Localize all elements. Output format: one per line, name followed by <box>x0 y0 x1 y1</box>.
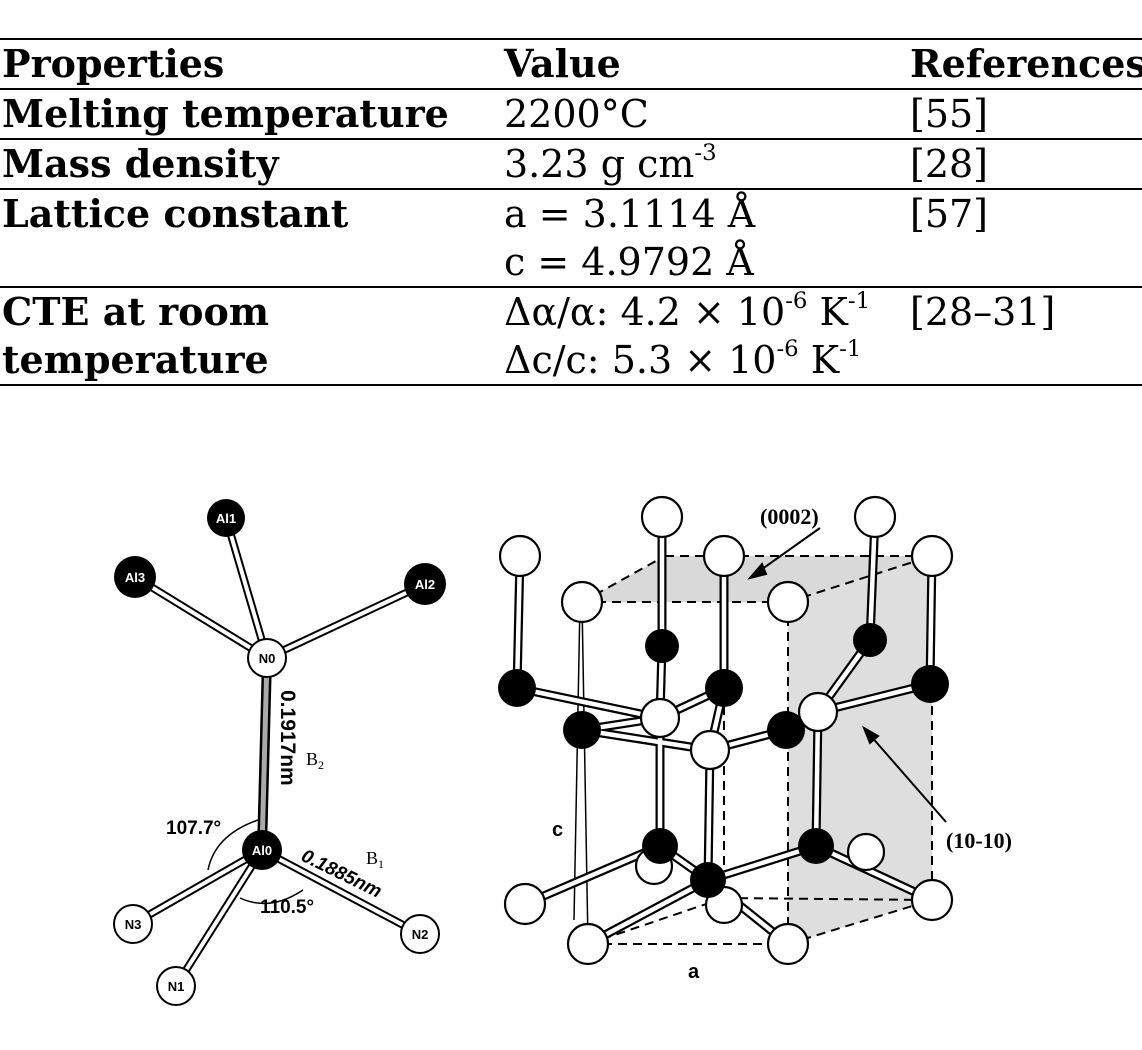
value-text: Δc/c: 5.3 × 10 <box>504 338 777 382</box>
property-cell: Lattice constant <box>0 188 502 287</box>
axis-c-label: c <box>552 819 563 841</box>
reference-cell: [55] <box>908 88 1142 139</box>
aluminum-atoms <box>498 623 949 898</box>
reference-cell: [28–31] <box>908 286 1142 386</box>
svg-text:Al2: Al2 <box>415 577 435 592</box>
plane-arrows <box>747 527 947 823</box>
atom-n3: N3 <box>113 904 153 944</box>
basal-plane-0002 <box>582 556 932 602</box>
value-cell: 2200°C <box>502 88 908 139</box>
table-row: Melting temperature 2200°C [55] <box>0 88 1142 139</box>
svg-text:N2: N2 <box>412 927 429 942</box>
table-row: Lattice constant a = 3.1114 Å c = 4.9792… <box>0 188 1142 287</box>
reference-cell: [57] <box>908 188 1142 287</box>
atom-al1: Al1 <box>207 499 245 537</box>
value-unit: K <box>798 338 840 382</box>
axis-a-label: a <box>688 961 700 983</box>
svg-text:N0: N0 <box>259 651 276 666</box>
value-line: Δc/c: 5.3 × 10-6 K-1 <box>504 336 908 384</box>
value-exponent: -6 <box>776 335 799 362</box>
bonds <box>131 516 427 989</box>
atom-al2: Al2 <box>404 563 446 605</box>
crystal-structure-figure: Al1 Al3 Al2 N0 Al0 N3 N2 N1 <box>113 495 1012 1006</box>
value-cell: a = 3.1114 Å c = 4.9792 Å <box>502 188 908 287</box>
bond-b2-length-label: 0.1917nm <box>276 690 299 786</box>
nitrogen-atoms <box>498 495 954 966</box>
value-exponent: -3 <box>694 139 717 166</box>
angle-107-label: 107.7° <box>166 818 221 839</box>
property-cell: Melting temperature <box>0 88 502 139</box>
table-row: CTE at room temperature Δα/α: 4.2 × 10-6… <box>0 286 1142 386</box>
angle-110-label: 110.5° <box>260 897 314 918</box>
value-text: Δα/α: 4.2 × 10 <box>504 290 786 334</box>
svg-text:N1: N1 <box>168 979 185 994</box>
bond-b1-name-label: B1 <box>366 848 384 871</box>
cell-solid-edges <box>573 601 589 945</box>
property-cell: Mass density <box>0 138 502 189</box>
atom-n2: N2 <box>400 914 440 954</box>
svg-text:Al0: Al0 <box>252 843 272 858</box>
value-exponent: -1 <box>839 335 862 362</box>
atom-n0: N0 <box>247 638 287 678</box>
value-exponent: -6 <box>785 287 808 314</box>
table-header-row: Properties Value References <box>0 38 1142 89</box>
tetrahedral-bonding-diagram: Al1 Al3 Al2 N0 Al0 N3 N2 N1 <box>113 499 446 1006</box>
svg-text:Al3: Al3 <box>125 570 145 585</box>
value-line: a = 3.1114 Å <box>504 192 756 236</box>
header-value: Value <box>502 38 908 89</box>
header-references: References <box>908 38 1142 89</box>
wurtzite-unit-cell: (0002) (10-10) c a <box>498 495 1012 983</box>
svg-text:Al1: Al1 <box>216 511 236 526</box>
plane-10-10-label: (10-10) <box>946 828 1012 853</box>
property-line: CTE at room <box>2 289 270 334</box>
atom-al3: Al3 <box>114 556 156 598</box>
value-cell: 3.23 g cm-3 <box>502 138 908 189</box>
angle-arc <box>239 889 304 905</box>
svg-text:N3: N3 <box>125 917 142 932</box>
value-exponent: -1 <box>847 287 871 314</box>
property-line: temperature <box>2 337 269 382</box>
property-cell: CTE at room temperature <box>0 286 502 386</box>
header-properties: Properties <box>0 38 502 89</box>
atom-al0: Al0 <box>242 830 282 870</box>
properties-table: Properties Value References Melting temp… <box>0 38 1142 386</box>
table-row: Mass density 3.23 g cm-3 [28] <box>0 138 1142 189</box>
reference-cell: [28] <box>908 138 1142 189</box>
bond-b2-name-label: B2 <box>306 749 324 772</box>
plane-0002-label: (0002) <box>760 504 819 529</box>
value-cell: Δα/α: 4.2 × 10-6 K-1 Δc/c: 5.3 × 10-6 K-… <box>502 286 908 386</box>
value-line: Δα/α: 4.2 × 10-6 K-1 <box>504 288 908 336</box>
angle-arc <box>207 819 259 871</box>
value-line: c = 4.9792 Å <box>504 240 754 284</box>
value-unit: K <box>807 290 848 334</box>
value-text: 3.23 g cm <box>504 142 695 186</box>
atom-n1: N1 <box>156 966 196 1006</box>
